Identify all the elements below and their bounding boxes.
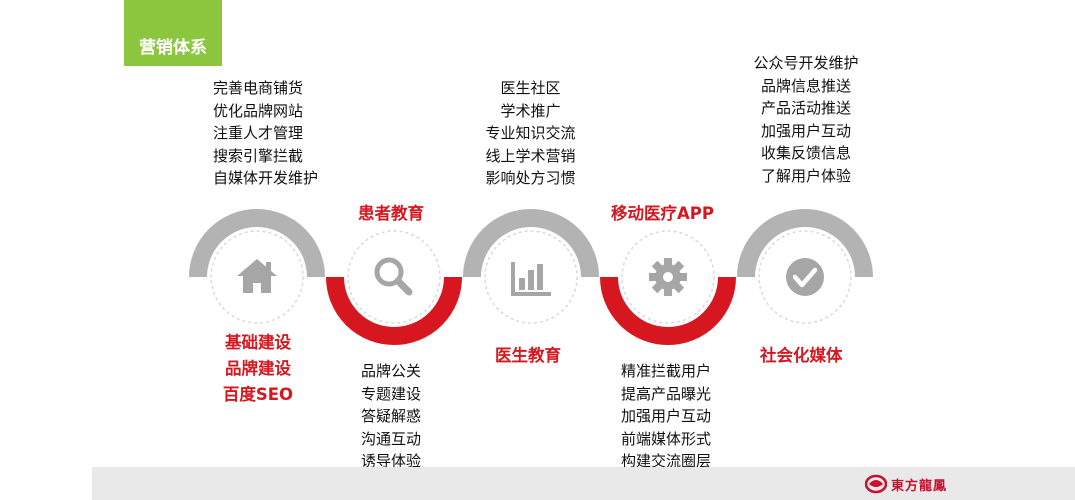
stage-2-label: 患者教育 — [358, 204, 424, 223]
list-item: 品牌信息推送 — [760, 76, 851, 95]
list-item: 了解用户体验 — [760, 166, 851, 185]
list-item: 学术推广 — [500, 101, 561, 120]
stage-3-arc — [463, 209, 599, 278]
bar-chart-icon — [511, 262, 551, 296]
list-item: 加强用户互动 — [621, 407, 712, 425]
list-item: 构建交流圈层 — [621, 452, 712, 470]
logo-text: 東方龍鳳 — [891, 478, 948, 494]
stage-5-items: 公众号开发维护 品牌信息推送 产品活动推送 加强用户互动 收集反馈信息 了解用户… — [740, 52, 872, 187]
stage-1-items: 完善电商铺货 优化品牌网站 注重人才管理 搜索引擎拦截 自媒体开发维护 — [213, 77, 318, 190]
list-item: 自媒体开发维护 — [213, 169, 319, 187]
stage-1-label: 基础建设 品牌建设 百度SEO — [212, 330, 304, 408]
list-item: 前端媒体形式 — [621, 429, 712, 448]
list-item: 专题建设 — [361, 384, 422, 403]
list-item: 注重人才管理 — [213, 124, 304, 142]
list-item: 提高产品曝光 — [621, 384, 712, 403]
stage-1-label-line: 百度SEO — [222, 385, 294, 404]
stage-2-items: 品牌公关 专题建设 答疑解惑 沟通互动 诱导体验 — [361, 360, 421, 473]
stage-4-arc — [600, 276, 736, 345]
list-item: 产品活动推送 — [760, 99, 851, 117]
list-item: 影响处方习惯 — [485, 169, 576, 187]
list-item: 线上学术营销 — [485, 146, 576, 165]
stage-2-inner-circle — [347, 230, 441, 324]
stage-3-items: 医生社区 学术推广 专业知识交流 线上学术营销 影响处方习惯 — [468, 77, 593, 190]
list-item: 品牌公关 — [361, 362, 422, 380]
stage-1-arc — [189, 209, 325, 278]
stage-2-arc — [326, 276, 462, 345]
gear-icon — [649, 258, 687, 296]
stage-5-arc — [737, 209, 873, 278]
stage-1-label-line: 基础建设 — [225, 333, 291, 352]
stage-3-label: 医生教育 — [495, 346, 561, 365]
list-item: 医生社区 — [500, 79, 561, 97]
home-icon — [237, 259, 277, 293]
list-item: 答疑解惑 — [361, 407, 422, 425]
list-item: 精准拦截用户 — [621, 362, 712, 380]
list-item: 公众号开发维护 — [753, 54, 859, 72]
list-item: 诱导体验 — [361, 452, 422, 470]
section-title-tag: 营销体系 — [124, 0, 222, 66]
list-item: 专业知识交流 — [485, 124, 576, 142]
list-item: 沟通互动 — [361, 429, 422, 448]
section-title: 营销体系 — [139, 38, 207, 58]
stage-1-inner-circle — [210, 230, 304, 324]
check-circle-icon — [786, 258, 824, 296]
dragon-logo-icon — [865, 474, 887, 494]
stage-5-label: 社会化媒体 — [760, 346, 843, 365]
list-item: 收集反馈信息 — [760, 144, 851, 162]
list-item: 完善电商铺货 — [213, 79, 304, 97]
footer-band — [92, 467, 1075, 500]
stage-1-label-line: 品牌建设 — [225, 359, 291, 378]
list-item: 优化品牌网站 — [213, 101, 304, 120]
stage-3-inner-circle — [484, 230, 578, 324]
brand-logo: 東方龍鳳 — [865, 471, 975, 497]
list-item: 搜索引擎拦截 — [213, 146, 304, 165]
search-icon — [374, 257, 413, 296]
stage-4-label: 移动医疗APP — [611, 204, 714, 223]
stage-4-items: 精准拦截用户 提高产品曝光 加强用户互动 前端媒体形式 构建交流圈层 — [621, 360, 711, 473]
stage-4-inner-circle — [621, 230, 715, 324]
list-item: 加强用户互动 — [760, 121, 851, 140]
stage-5-inner-circle — [758, 230, 852, 324]
